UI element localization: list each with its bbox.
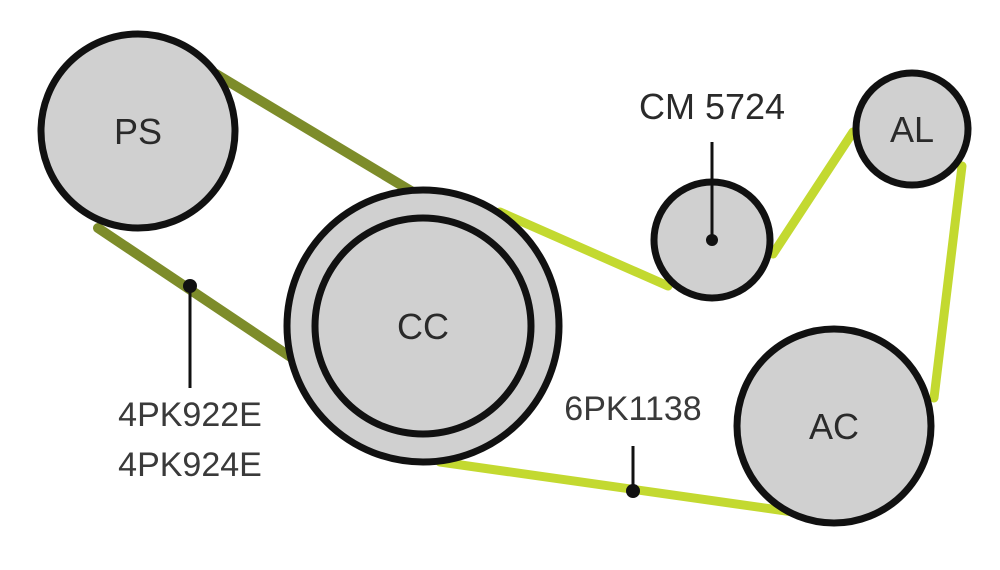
cc-pulley xyxy=(311,214,535,438)
belt-6pk-segment-al-to-ac xyxy=(929,161,967,403)
belt-4pk-code-1: 4PK922E xyxy=(118,396,262,434)
belt-6pk-segment-ac-to-cc xyxy=(435,457,805,518)
belt-6pk-segment-cc-to-cm xyxy=(495,207,673,291)
cm-tensioner-label: CM 5724 xyxy=(639,86,785,127)
ac-pulley xyxy=(733,325,935,527)
al-pulley-label: AL xyxy=(890,109,934,150)
belt-6pk-segment-cm-to-al xyxy=(768,127,858,259)
belt-4pk-code-2: 4PK924E xyxy=(118,446,262,484)
belt-6pk xyxy=(435,127,967,518)
ps-pulley xyxy=(37,30,239,232)
cm-center-dot xyxy=(706,234,718,246)
belt-6pk-code: 6PK1138 xyxy=(564,390,701,428)
ac-pulley-label: AC xyxy=(809,406,859,447)
cc-pulley-label: CC xyxy=(397,306,449,347)
al-pulley xyxy=(852,69,972,189)
ps-pulley-label: PS xyxy=(114,111,162,152)
